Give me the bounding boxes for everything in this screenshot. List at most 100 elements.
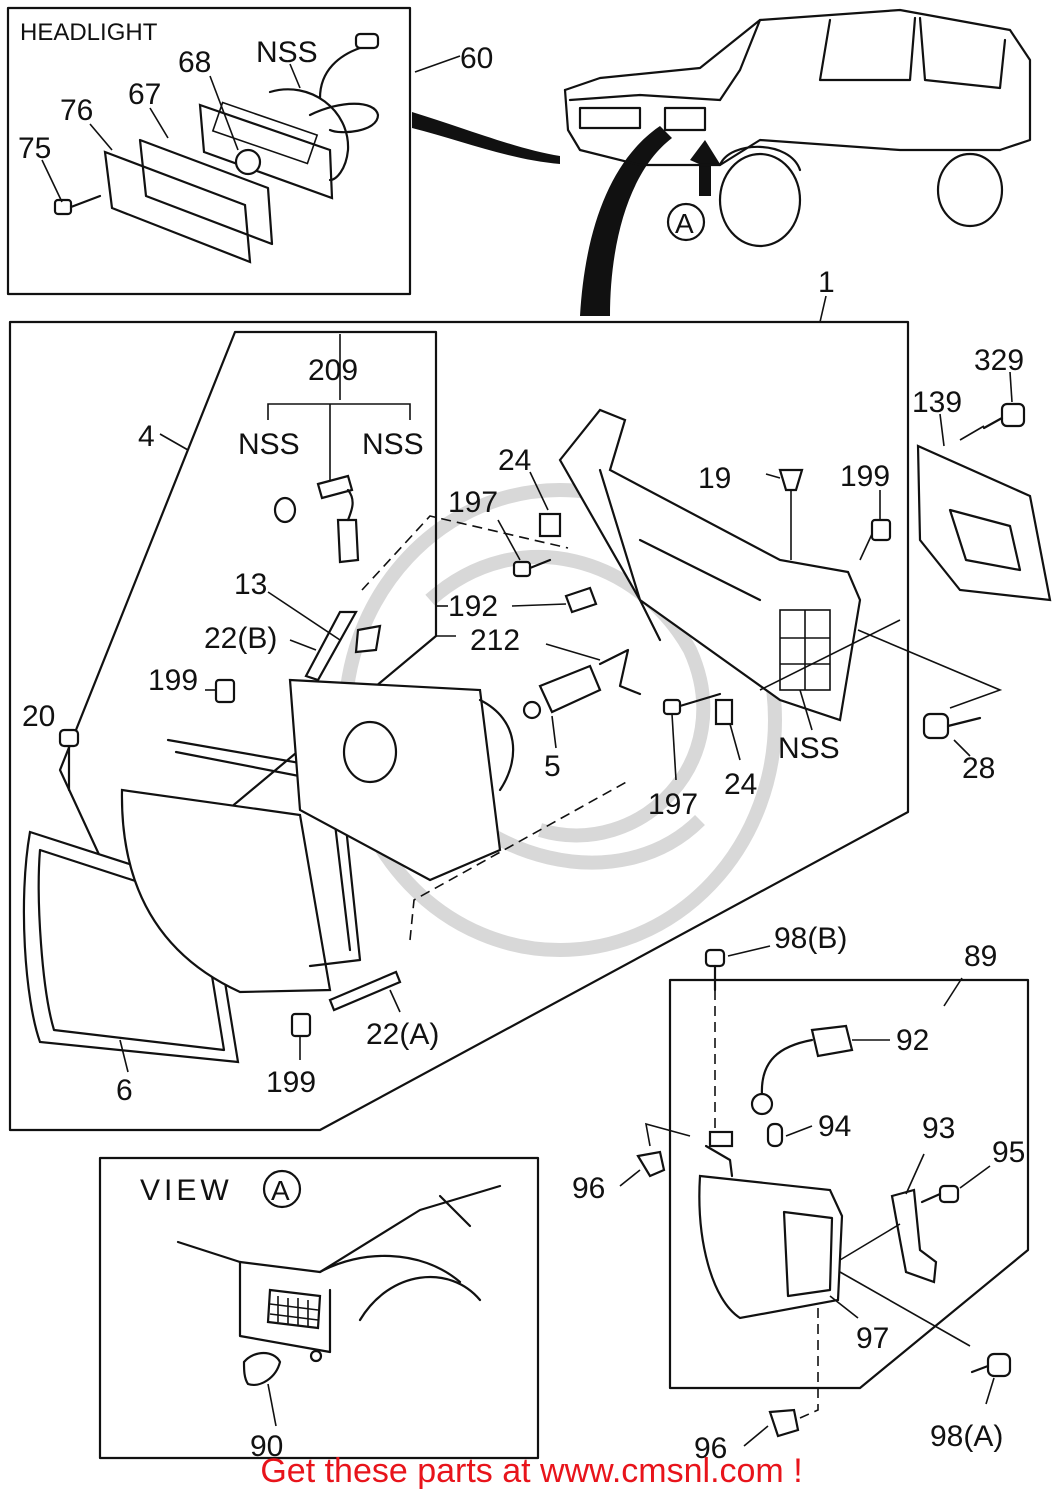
rear-wheel [936,152,1004,228]
reflector-center [342,720,398,784]
callout-nss-a: NSS [238,428,300,461]
view-a-marker-letter: A [675,208,694,239]
screw-98b [704,948,726,992]
callout-95: 95 [992,1136,1025,1169]
callout-98a: 98(A) [930,1420,1003,1453]
callout-96-a: 96 [572,1172,605,1205]
callout-22b: 22(B) [204,622,277,655]
view-a-marker [666,202,706,242]
callout-22a: 22(A) [366,1018,439,1051]
clip-212 [598,648,642,696]
footer-promo-text[interactable]: Get these parts at www.cmsnl.com ! [260,1452,803,1490]
screw-197-lower [662,692,722,716]
halogen-bulb [316,474,354,500]
callout-nss-c: NSS [778,732,840,765]
corner-lamp-97 [698,1174,844,1320]
callout-212: 212 [470,624,520,657]
view-a-title-letter: A [271,1175,290,1206]
aiming-screw [538,664,602,714]
callout-24-a: 24 [498,444,531,477]
headlight-lens [120,788,332,994]
callout-60: 60 [460,42,493,75]
arrow-to-headlight [580,126,672,316]
callout-197-a: 197 [448,486,498,519]
callout-20: 20 [22,700,55,733]
callout-97: 97 [856,1322,889,1355]
mounting-plate-139 [916,444,1052,602]
callout-nss-b: NSS [362,428,424,461]
clip-24-lower [714,698,734,726]
corner-lamp-frame [668,978,1030,1390]
screw-197-upper [512,558,552,578]
clip-nut-lower [290,1012,312,1038]
screw-329 [982,402,1026,430]
callout-199-b: 199 [266,1066,316,1099]
lamp-socket-92 [810,1024,854,1058]
callout-92: 92 [896,1024,929,1057]
view-a-inset [98,1156,540,1460]
callout-1: 1 [818,266,835,299]
callout-93: 93 [922,1112,955,1145]
callout-67: 67 [128,78,161,111]
callout-98b: 98(B) [774,922,847,955]
callout-76: 76 [60,94,93,127]
subassembly-frame [58,330,438,902]
arrow-to-vehicle [412,112,560,164]
callout-24-b: 24 [724,768,757,801]
adjust-bolt [328,970,402,1012]
marker-socket-plug [354,32,380,50]
callout-192: 192 [448,590,498,623]
callout-19: 19 [698,462,731,495]
callout-199-c: 199 [840,460,890,493]
headlight-housing [288,678,502,882]
callout-4: 4 [138,420,155,453]
lamp-bracket-93 [890,1188,938,1284]
callout-197-b: 197 [648,788,698,821]
adjuster-192 [564,586,598,614]
callout-329: 329 [974,344,1024,377]
side-marker-inset: HEADLIGHT 60 68 NSS 76 67 75 [6,6,493,296]
callout-199-a: 199 [148,664,198,697]
screw-98a [970,1352,1012,1378]
callout-68: 68 [178,46,211,79]
marker-bulb [234,148,262,176]
clip-nut [214,678,236,704]
diagram-title: HEADLIGHT [20,19,158,46]
callout-5: 5 [544,750,561,783]
clip-19 [778,468,804,492]
front-wheel [718,152,802,248]
marker-gasket [138,138,274,246]
callout-28: 28 [962,752,995,785]
adjust-clip [354,624,382,654]
adjust-screw [304,610,358,682]
callout-nss: NSS [256,36,318,69]
callout-75: 75 [18,132,51,165]
arrow-view-a [690,140,720,196]
callout-94: 94 [818,1110,851,1143]
view-a-title: VIEW [140,1174,233,1207]
view-a-title-marker [262,1169,302,1209]
callout-6: 6 [116,1074,133,1107]
screw-icon [53,194,102,216]
callout-90: 90 [250,1430,283,1463]
clip-24-upper [538,512,562,538]
clip-96-upper [636,1150,666,1178]
view-a-vehicle-corner [176,1184,502,1427]
callout-89: 89 [964,940,997,973]
headlight-bracket [558,408,862,722]
clip-96-lower [768,1408,800,1438]
callout-96-b: 96 [694,1432,727,1465]
vehicle-illustration [563,8,1032,248]
callout-139: 139 [912,386,962,419]
callout-13: 13 [234,568,267,601]
clip-nut-upper [870,518,892,542]
marker-housing [198,103,334,200]
mount-screw [58,728,80,748]
cover-clip-90 [242,1351,282,1386]
screw-95 [920,1184,960,1204]
lamp-bulb-94 [766,1122,784,1148]
callout-209: 209 [308,354,358,387]
screw-28 [922,712,982,740]
bulb-connector [336,518,360,564]
